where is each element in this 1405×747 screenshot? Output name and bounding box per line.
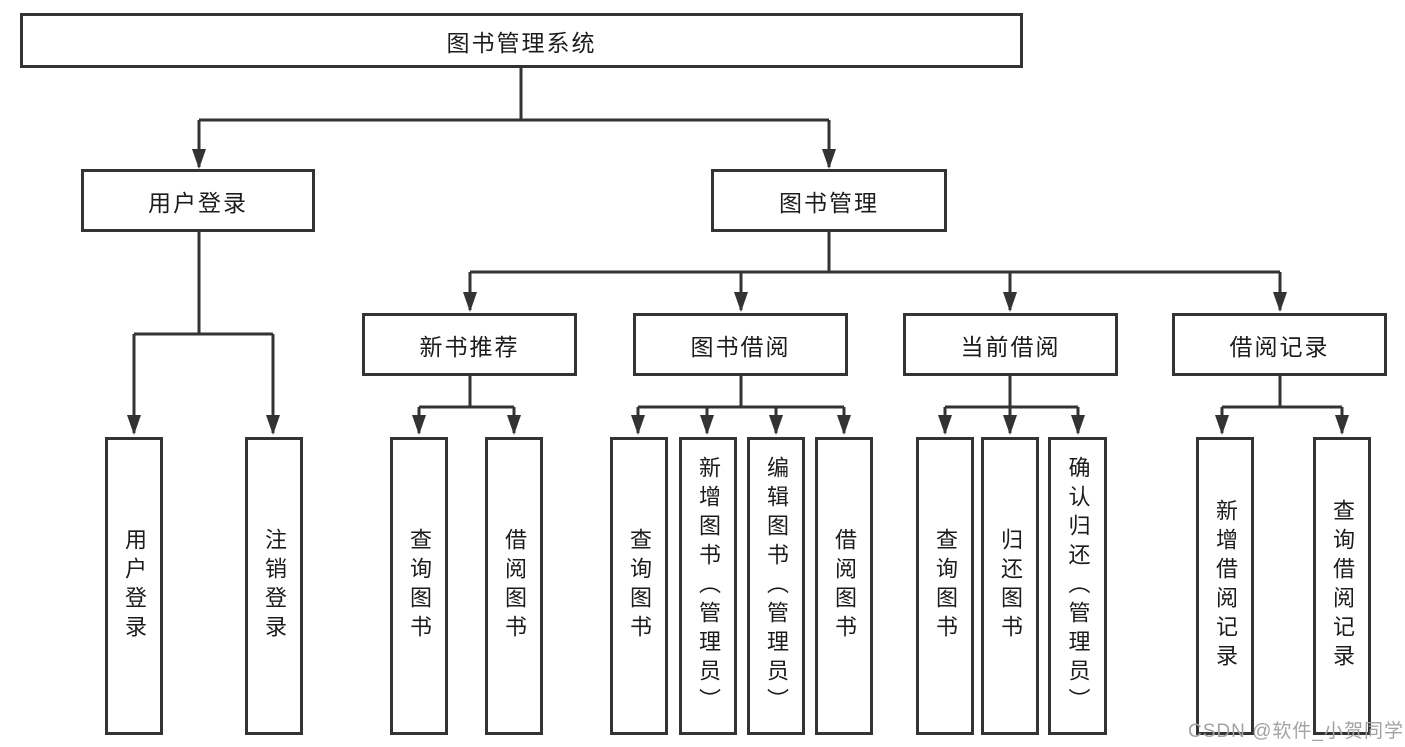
leaf-user-login: 用户登录 <box>105 437 163 735</box>
node-label: 注销登录 <box>262 528 287 644</box>
leaf-add-books-admin: 新增图书（管理员） <box>679 437 737 735</box>
leaf-borrow-books: 借阅图书 <box>815 437 873 735</box>
node-label: 图书管理系统 <box>446 29 597 56</box>
node-label: 确认归还（管理员） <box>1065 455 1091 717</box>
node-user-login: 用户登录 <box>81 169 315 232</box>
leaf-return-books: 归还图书 <box>981 437 1039 735</box>
leaf-edit-books-admin: 编辑图书（管理员） <box>747 437 805 735</box>
node-label: 新增图书（管理员） <box>696 455 721 717</box>
node-label: 图书借阅 <box>690 333 791 360</box>
node-label: 归还图书 <box>998 528 1023 644</box>
node-label: 借阅记录 <box>1229 333 1330 360</box>
node-book-borrowing: 图书借阅 <box>633 313 848 376</box>
leaf-logout: 注销登录 <box>245 437 303 735</box>
node-label: 图书管理 <box>779 189 879 216</box>
node-label: 查询图书 <box>407 528 432 644</box>
node-label: 借阅图书 <box>832 528 857 644</box>
leaf-query-borrow-record: 查询借阅记录 <box>1313 437 1371 735</box>
node-label: 借阅图书 <box>502 528 527 644</box>
node-library-management-system: 图书管理系统 <box>20 13 1023 68</box>
leaf-query-books-recommend: 查询图书 <box>390 437 448 735</box>
node-book-management: 图书管理 <box>711 169 947 232</box>
node-label: 用户登录 <box>148 189 248 216</box>
leaf-query-books-current: 查询图书 <box>916 437 974 735</box>
node-label: 编辑图书（管理员） <box>764 455 789 717</box>
node-label: 查询图书 <box>933 528 958 644</box>
node-label: 用户登录 <box>122 528 147 644</box>
leaf-confirm-return-admin: 确认归还（管理员） <box>1048 437 1107 735</box>
leaf-query-books-borrow: 查询图书 <box>610 437 668 735</box>
leaf-add-borrow-record: 新增借阅记录 <box>1196 437 1254 735</box>
node-current-borrowing: 当前借阅 <box>903 313 1118 376</box>
leaf-borrow-books-recommend: 借阅图书 <box>485 437 543 735</box>
csdn-watermark: CSDN @软件_小贺同学 <box>1188 721 1404 742</box>
node-label: 查询图书 <box>627 528 652 644</box>
node-borrowing-records: 借阅记录 <box>1172 313 1387 376</box>
node-label: 新增借阅记录 <box>1213 499 1238 673</box>
node-new-book-recommend: 新书推荐 <box>362 313 577 376</box>
node-label: 查询借阅记录 <box>1330 499 1355 673</box>
node-label: 新书推荐 <box>419 333 520 360</box>
node-label: 当前借阅 <box>960 333 1061 360</box>
